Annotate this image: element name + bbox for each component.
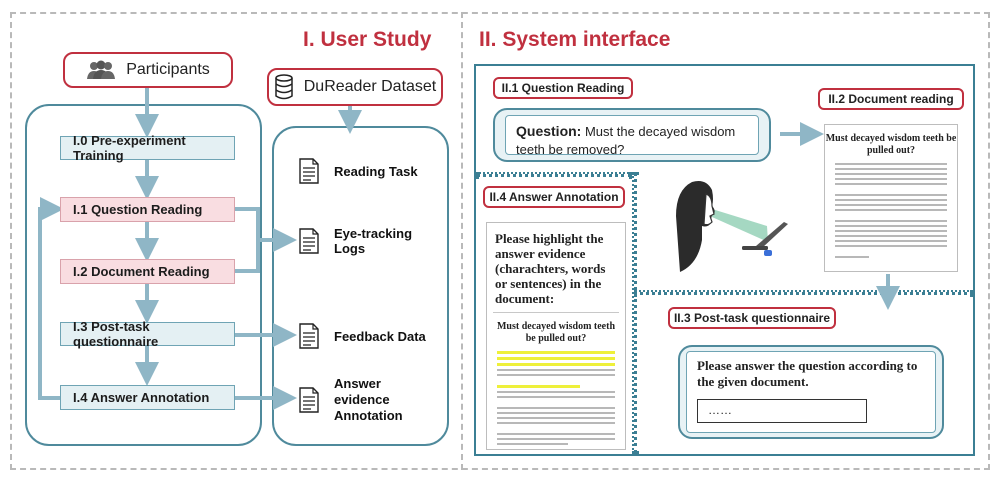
document-icon [299, 158, 319, 184]
document-icon [299, 323, 319, 349]
step-document-reading: I.2 Document Reading [60, 259, 235, 284]
question-text: Must the decayed wisdom teeth be removed… [516, 124, 736, 157]
post-task-card: Please answer the question according to … [686, 351, 936, 433]
document-reading-text [825, 157, 957, 258]
dotted-separator-vertical [632, 172, 637, 454]
participants-box: Participants [63, 52, 233, 88]
output-eye-tracking-logs: Eye-tracking Logs [298, 226, 438, 256]
post-task-prompt: Please answer the question according to … [697, 358, 918, 389]
output-answer-evidence-annotation: Answer evidence Annotation [298, 376, 438, 423]
person-reading-laptop-icon [676, 181, 788, 272]
database-icon [274, 74, 293, 100]
annotation-document-text [487, 345, 625, 445]
output-feedback-data-label: Feedback Data [334, 328, 426, 344]
outer-dashed-frame [10, 12, 990, 470]
step-post-task-questionnaire: I.3 Post-task questionnaire [60, 319, 235, 349]
output-feedback-data: Feedback Data [298, 321, 438, 351]
step-answer-annotation: I.4 Answer Annotation [60, 385, 235, 410]
step-question-reading: I.1 Question Reading [60, 197, 235, 222]
document-icon [299, 228, 319, 254]
question-card: Question: Must the decayed wisdom teeth … [505, 115, 759, 157]
document-icon [299, 387, 319, 413]
question-prefix: Question: [516, 123, 582, 139]
dotted-separator-top [476, 172, 632, 177]
user-study-title: I. User Study [303, 28, 432, 51]
post-task-label: II.3 Post-task questionnaire [668, 307, 836, 329]
dataset-label: DuReader Dataset [303, 78, 437, 95]
answer-annotation-label: II.4 Answer Annotation [483, 186, 625, 208]
output-reading-task-label: Reading Task [334, 163, 418, 179]
output-eye-tracking-logs-label: Eye-tracking Logs [334, 226, 413, 256]
output-reading-task: Reading Task [298, 156, 438, 186]
people-group-icon [87, 60, 116, 79]
annotation-instruction: Please highlight the answer evidence (ch… [495, 231, 606, 306]
system-interface-title: II. System interface [479, 28, 671, 51]
document-reading-label: II.2 Document reading [818, 88, 964, 110]
dataset-box: DuReader Dataset [267, 68, 443, 106]
answer-input[interactable]: …… [697, 399, 867, 423]
document-reading-title: Must decayed wisdom teeth be pulled out? [825, 133, 957, 156]
section-divider [461, 12, 463, 470]
annotation-divider [493, 312, 619, 313]
user-study-arrows [38, 86, 362, 410]
system-arrows [780, 122, 900, 310]
annotation-doc-title: Must decayed wisdom teeth be pulled out? [496, 321, 616, 344]
question-reading-label: II.1 Question Reading [493, 77, 633, 99]
answer-annotation-paper: Please highlight the answer evidence (ch… [486, 222, 626, 450]
step-pre-experiment-training: I.0 Pre-experiment Training [60, 133, 235, 163]
dotted-separator-right [634, 290, 973, 295]
output-answer-evidence-annotation-label: Answer evidence Annotation [334, 376, 403, 423]
document-reading-paper: Must decayed wisdom teeth be pulled out? [824, 124, 958, 272]
participants-label: Participants [126, 61, 210, 78]
